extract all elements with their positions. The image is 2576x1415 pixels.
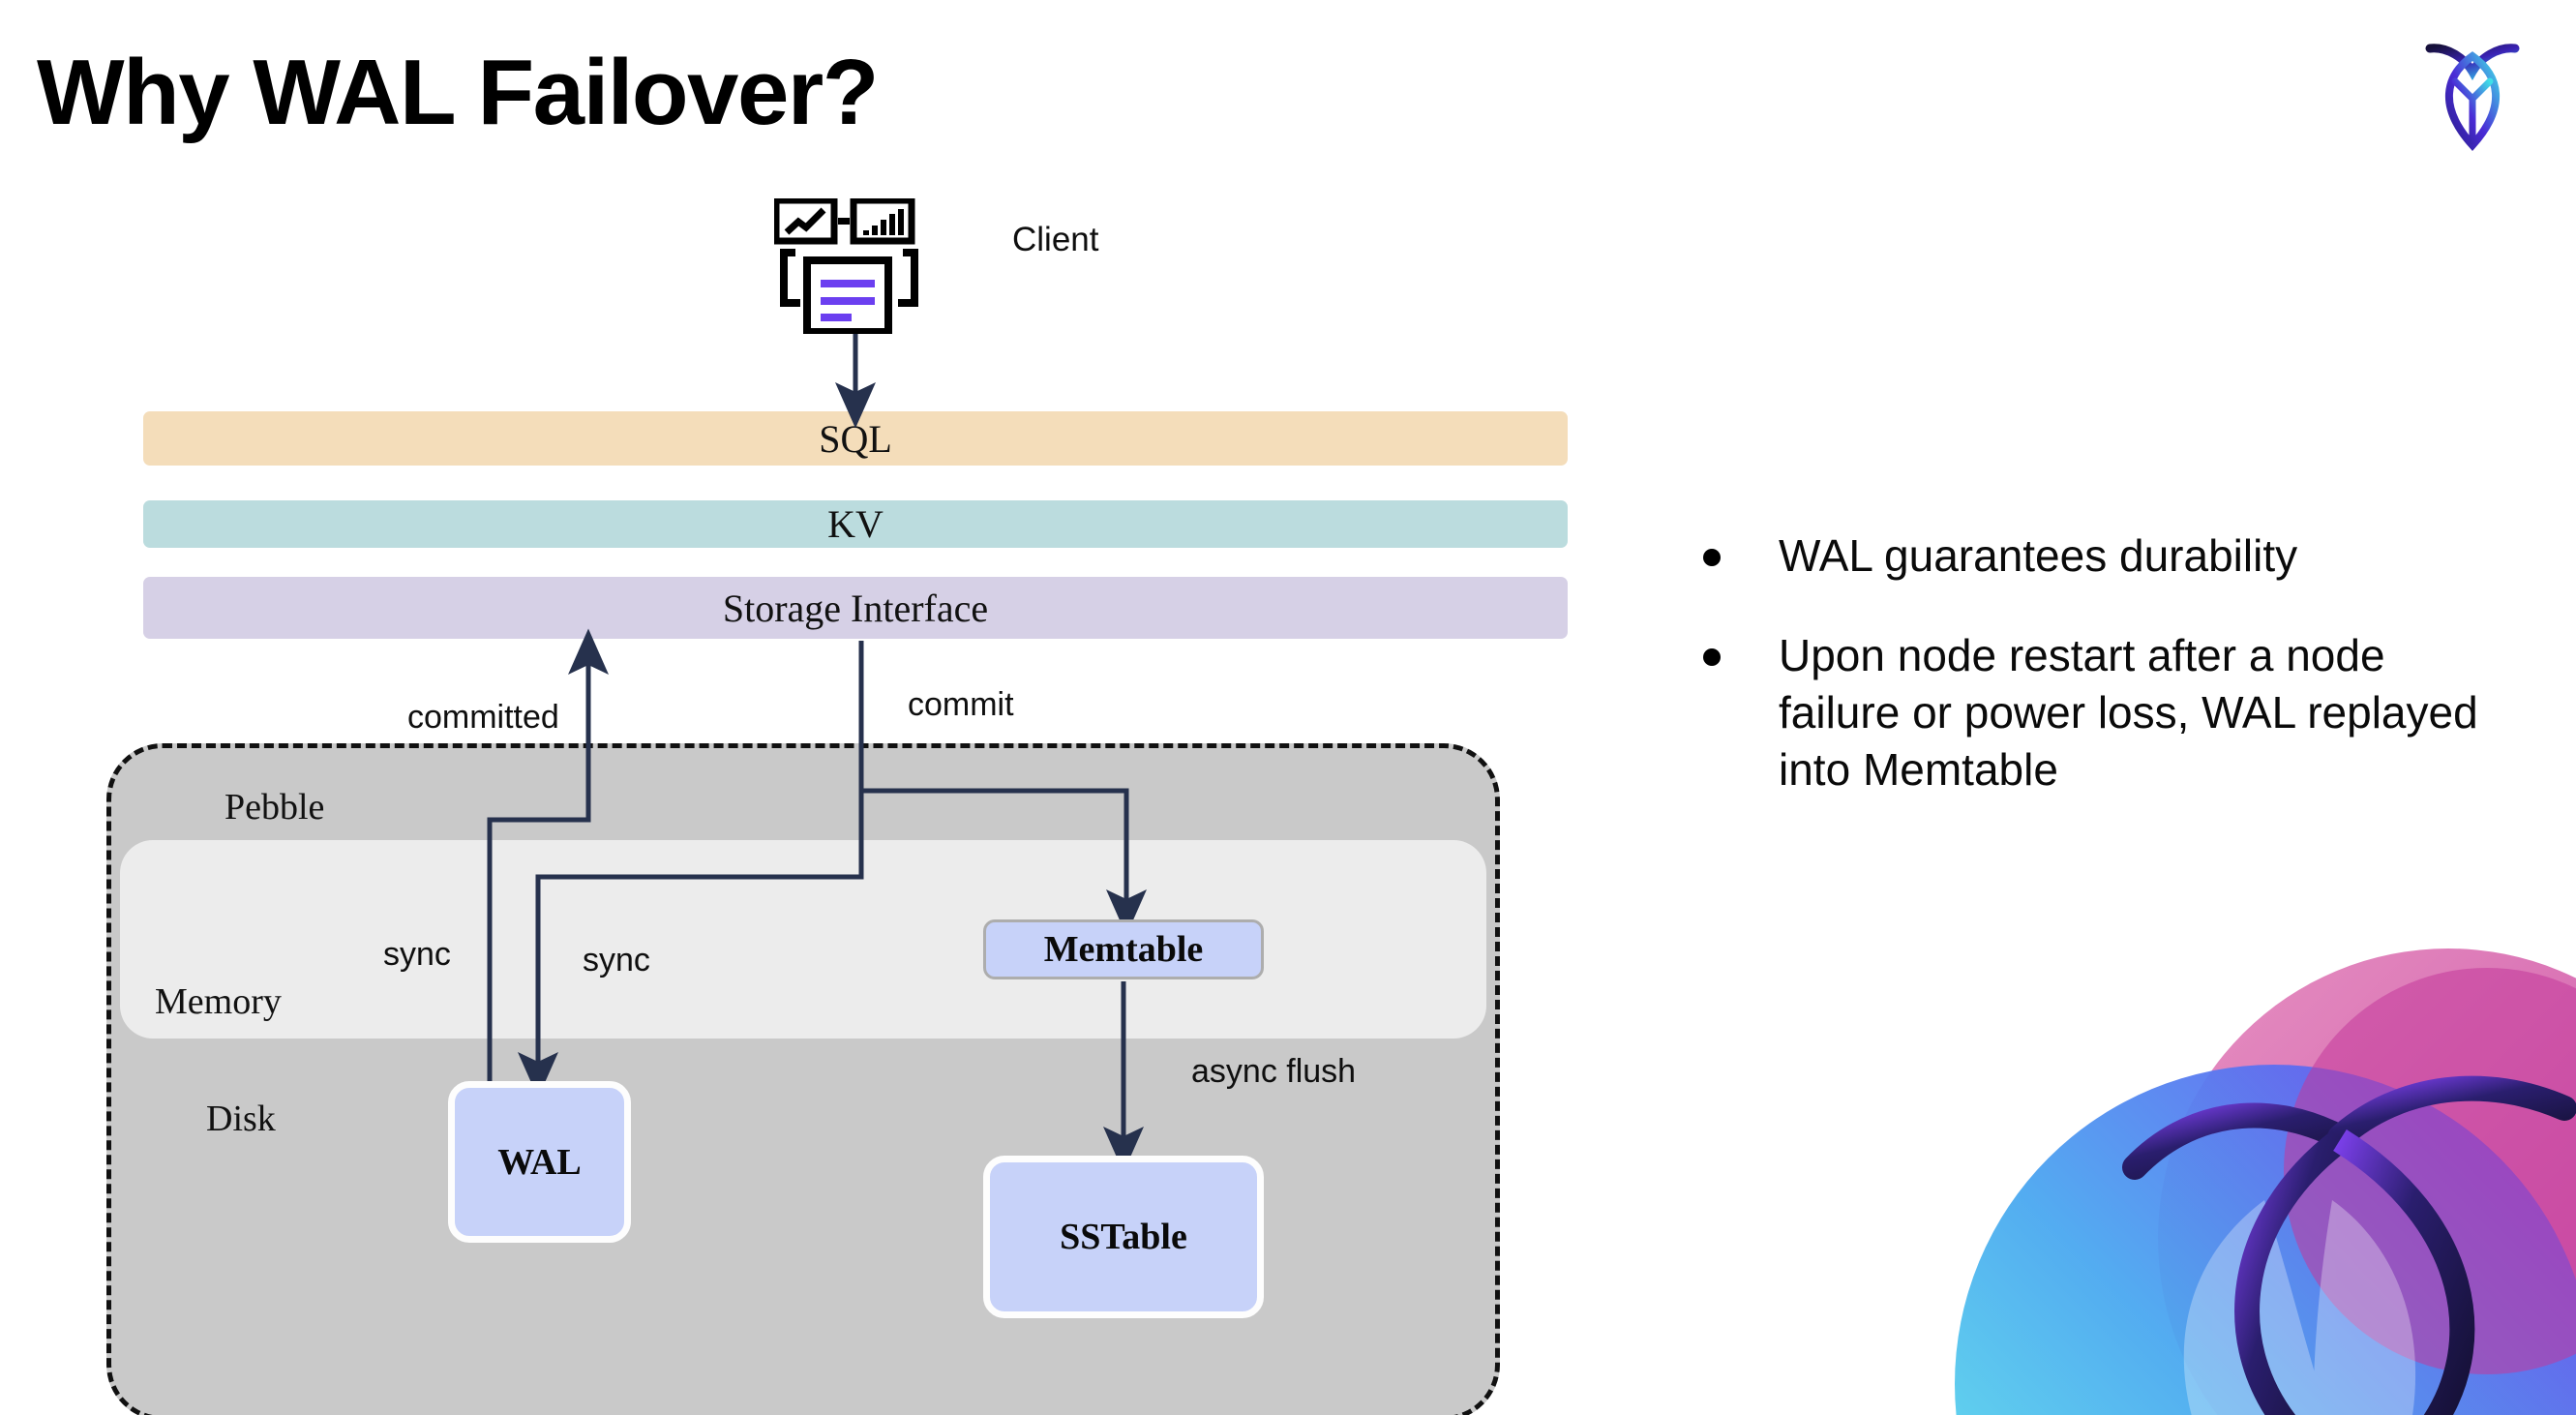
edge-label-async-flush: async flush xyxy=(1191,1053,1357,1090)
cockroachdb-logo xyxy=(2414,27,2531,163)
diagram-connectors xyxy=(487,334,1147,1173)
bullet-list: WAL guarantees durability Upon node rest… xyxy=(1703,527,2506,841)
node-wal-label: WAL xyxy=(497,1141,582,1183)
list-item: Upon node restart after a node failure o… xyxy=(1703,627,2506,798)
edge-label-sync-left: sync xyxy=(383,936,451,973)
node-sstable-label: SSTable xyxy=(1060,1217,1187,1257)
layer-bar-kv-label: KV xyxy=(827,502,884,546)
node-memtable-label: Memtable xyxy=(1043,929,1204,970)
edge-label-committed: committed xyxy=(407,699,559,736)
layer-bar-storage-interface-label: Storage Interface xyxy=(722,586,989,630)
edge-label-sync-right: sync xyxy=(583,942,650,978)
layer-bar-kv: KV xyxy=(143,500,1568,548)
decorative-corner-graphic xyxy=(1945,929,2576,1415)
page-title: Why WAL Failover? xyxy=(37,41,879,144)
client-label: Client xyxy=(1012,221,1099,258)
list-item: WAL guarantees durability xyxy=(1703,527,2506,585)
bullet-text: WAL guarantees durability xyxy=(1779,530,2298,581)
architecture-diagram: Client SQL KV Storage Interface Pebble M… xyxy=(106,196,1568,1415)
bullet-text: Upon node restart after a node failure o… xyxy=(1779,629,2478,795)
memory-label: Memory xyxy=(155,981,282,1022)
disk-label: Disk xyxy=(206,1099,276,1139)
pebble-label: Pebble xyxy=(225,787,325,828)
edge-label-commit: commit xyxy=(908,686,1014,723)
bullet-dot-icon xyxy=(1703,647,1721,666)
node-sstable: SSTable xyxy=(983,1156,1264,1318)
node-memtable: Memtable xyxy=(983,919,1264,979)
client-dashboard-icon xyxy=(772,196,924,336)
bullet-dot-icon xyxy=(1703,549,1721,566)
layer-bar-storage-interface: Storage Interface xyxy=(143,577,1568,639)
node-wal: WAL xyxy=(448,1081,631,1243)
